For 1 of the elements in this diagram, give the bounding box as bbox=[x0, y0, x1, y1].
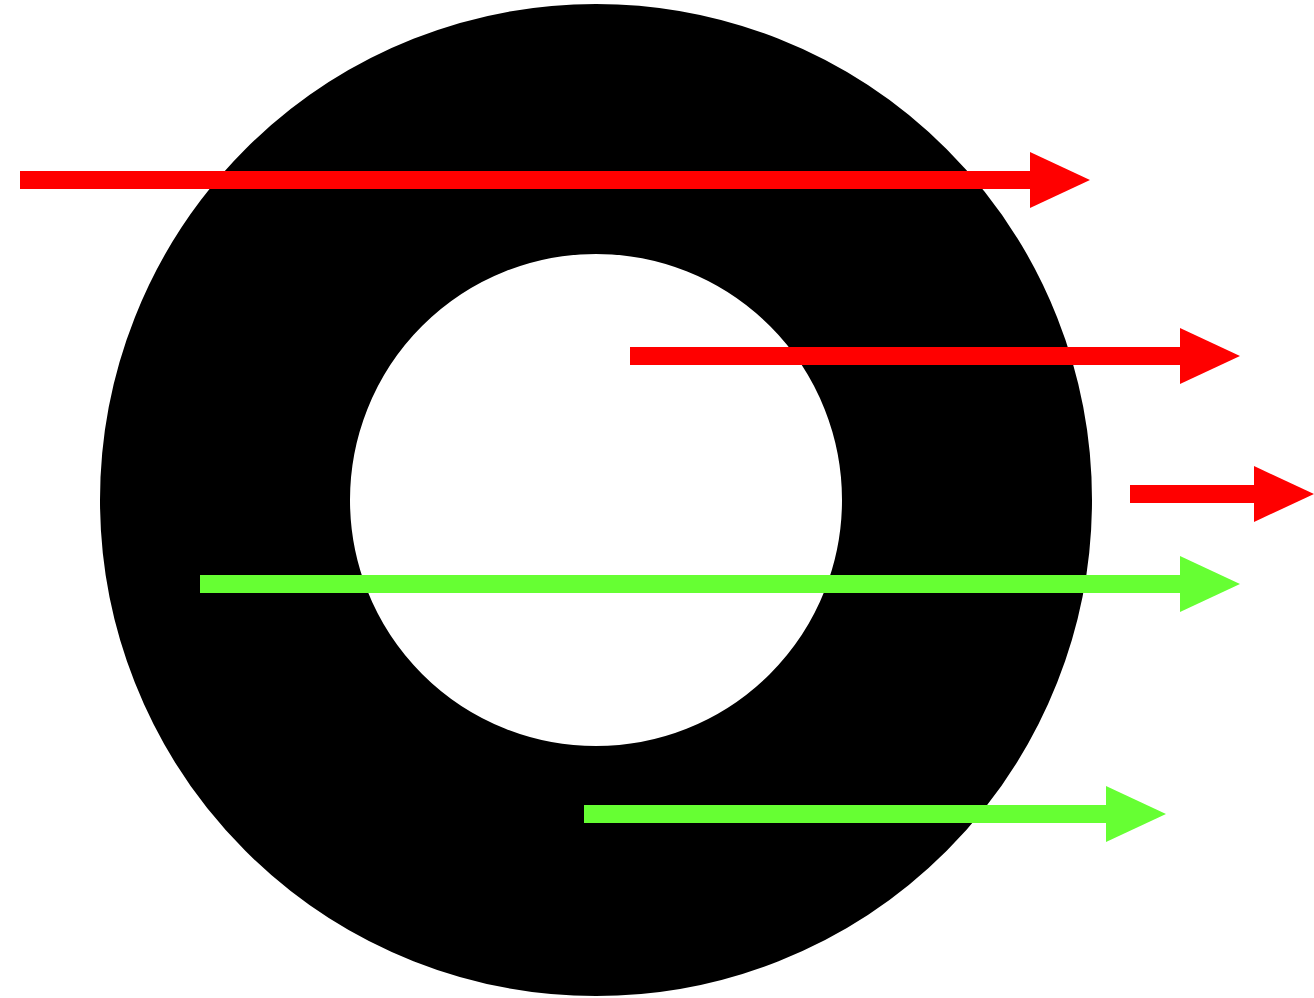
ring-shape bbox=[100, 4, 1092, 996]
